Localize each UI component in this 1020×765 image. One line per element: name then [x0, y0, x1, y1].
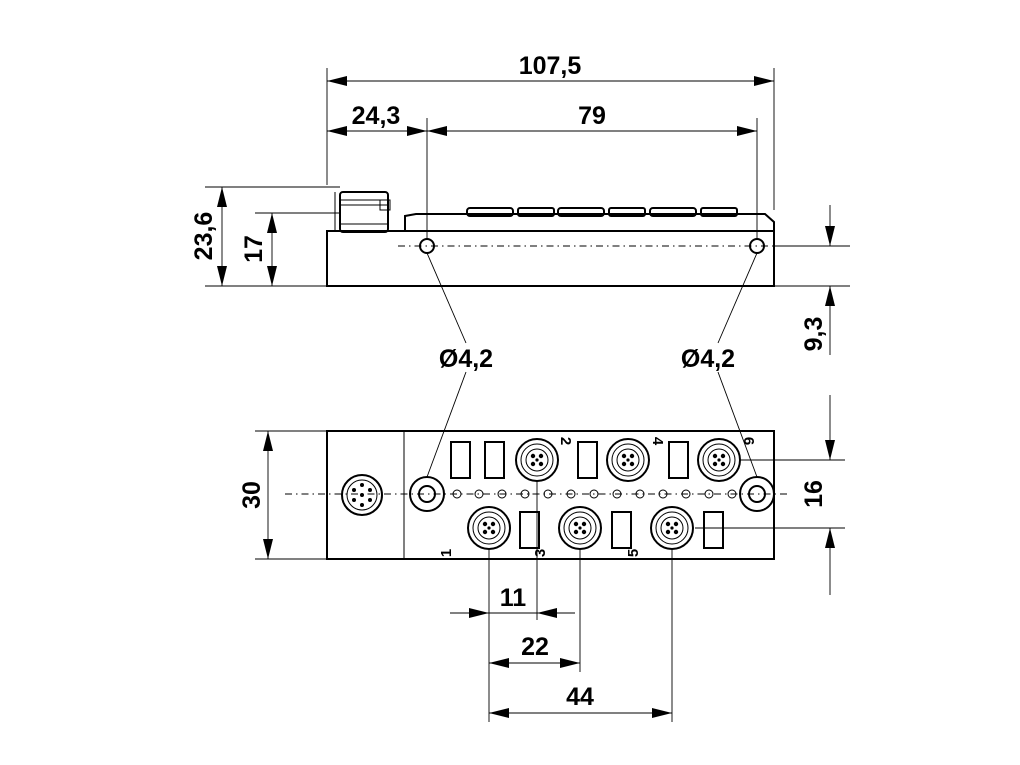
- dim-hole-spacing: 79: [578, 102, 606, 130]
- dim-connector-offset: 24,3: [352, 102, 401, 130]
- port-number-4: 4: [649, 437, 666, 446]
- dimension-lines: [205, 68, 850, 722]
- dim-hole-height: 9,3: [800, 317, 828, 352]
- dim-width: 30: [238, 481, 266, 509]
- dim-overall-length: 107,5: [519, 52, 582, 80]
- dim-socket-row-spacing: 16: [800, 480, 828, 508]
- dim-hole-diameter-left: Ø4,2: [439, 345, 493, 373]
- port-number-3: 3: [532, 549, 549, 557]
- dimension-labels: 107,5 24,3 79 23,6 17 9,3 Ø4,2 Ø4,2 30 1…: [190, 52, 828, 711]
- port-number-6: 6: [740, 437, 757, 445]
- dim-total-height: 23,6: [190, 212, 218, 261]
- side-connector: [334, 191, 391, 233]
- label-windows: [450, 441, 724, 549]
- port-number-5: 5: [625, 549, 642, 557]
- side-housing: [326, 230, 775, 287]
- dim-pitch-quad: 44: [566, 683, 594, 711]
- dim-housing-height: 17: [240, 235, 268, 263]
- dim-hole-diameter-right: Ø4,2: [681, 345, 735, 373]
- side-sockets: [466, 207, 738, 217]
- port-number-1: 1: [438, 549, 455, 557]
- dim-pitch-double: 22: [521, 633, 549, 661]
- side-view: [326, 191, 790, 287]
- top-connector: [341, 474, 383, 516]
- dim-pitch-single: 11: [500, 584, 527, 612]
- port-number-2: 2: [557, 437, 574, 445]
- top-view: 1 2 3 4 5 6: [285, 430, 790, 560]
